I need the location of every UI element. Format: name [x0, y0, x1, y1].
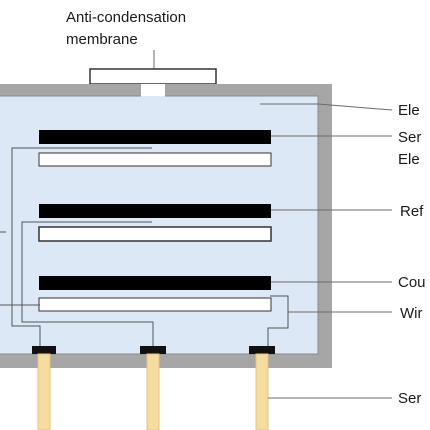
pin-left-cap [32, 346, 56, 354]
pin-middle [146, 353, 160, 430]
callout-electrolyte: Ele [398, 102, 420, 119]
membrane-label-line2: membrane [66, 31, 138, 48]
pin-right-cap [249, 346, 275, 354]
callout-sensor-pins: Ser [398, 390, 421, 407]
callout-sensing-line2: Ele [398, 151, 420, 168]
sensor-pins [32, 346, 275, 430]
reference-electrode [39, 204, 271, 218]
membrane-cap [89, 68, 217, 85]
internal-wires [0, 147, 289, 347]
sensing-electrode [39, 130, 271, 144]
membrane-label-line1: Anti-condensation [66, 9, 186, 26]
pin-right [255, 353, 269, 430]
callout-leaders [260, 103, 393, 399]
pin-left [37, 353, 51, 430]
counter-electrode-substrate [38, 297, 272, 312]
callout-reference: Ref [400, 203, 424, 220]
sensor-housing [0, 84, 332, 368]
pin-middle-cap [140, 346, 166, 354]
callout-counter: Cou [398, 274, 426, 291]
sensing-electrode-substrate [38, 152, 272, 167]
callout-sensing-line1: Ser [398, 129, 421, 146]
counter-electrode [39, 276, 271, 290]
reference-electrode-substrate [38, 226, 272, 242]
callout-wire: Wir [400, 305, 423, 322]
